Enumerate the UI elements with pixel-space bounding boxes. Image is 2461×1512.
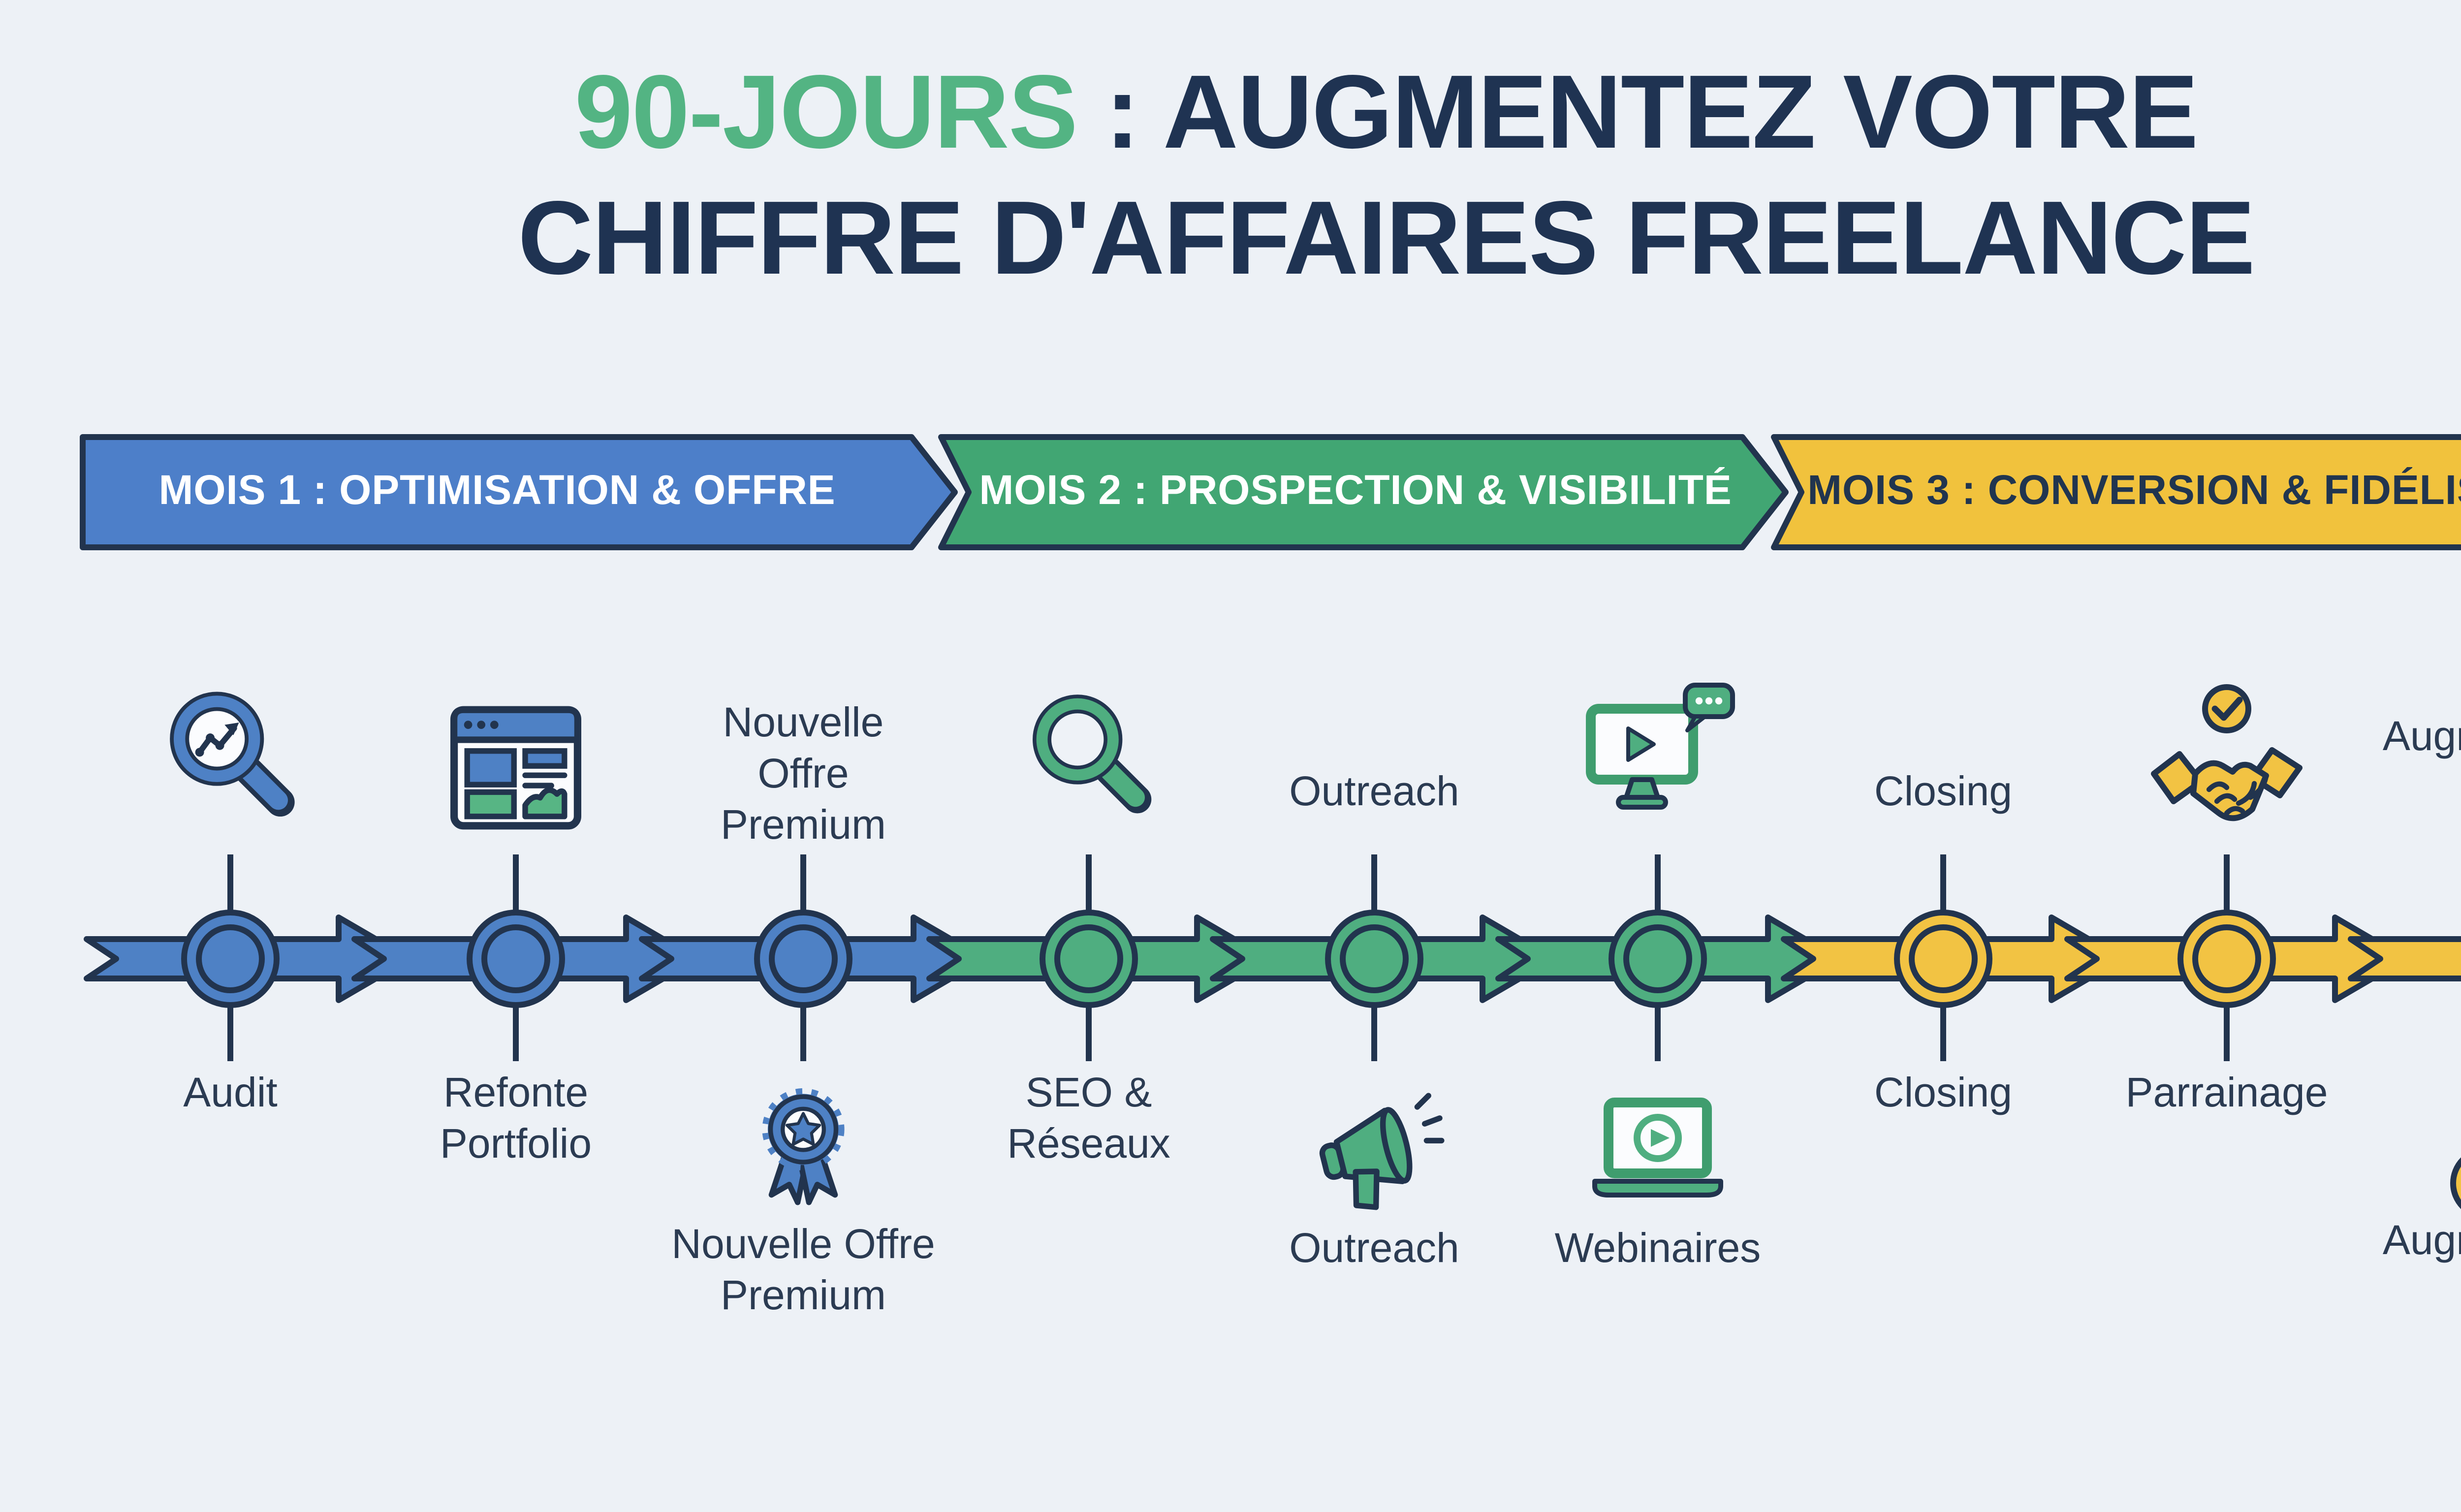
title-rest: : AUGMENTEZ VOTRE (1077, 55, 2199, 171)
phase-label-mois-3: MOIS 3 : CONVERSION & FIDÉLISATION (1807, 469, 2461, 514)
timeline-node-3-circle-inner (769, 924, 838, 993)
laptop-video-icon (1592, 1098, 1723, 1197)
timeline-node-1-circle-inner (196, 924, 265, 993)
timeline-arrow-segment-9 (2348, 936, 2461, 981)
magnifier-chart-icon (170, 692, 295, 817)
title-highlight: 90-JOURS (574, 55, 1078, 171)
phase-banner-mois-1 (80, 434, 958, 550)
page-title-line1: 90-JOURS : AUGMENTEZ VOTRE (0, 51, 2461, 176)
node-3-label-above: Nouvelle Offre Premium (720, 701, 886, 849)
monitor-video-icon (1586, 683, 1735, 810)
phase-banner-mois-3 (1771, 434, 2461, 550)
timeline-node-6-circle-inner (1623, 924, 1692, 993)
node-2-label-below: Refonte Portfolio (440, 1071, 592, 1168)
node-5-label-above: Outreach (1289, 770, 1459, 815)
magnifier-icon (1033, 694, 1152, 814)
timeline-node-2-circle-inner (481, 924, 550, 993)
timeline-node-8-circle-inner (2192, 924, 2261, 993)
phase-label-mois-1: MOIS 1 : OPTIMISATION & OFFRE (158, 469, 836, 514)
node-1-label-below: Audit (183, 1071, 278, 1116)
node-7-label-below: Closing (1874, 1071, 2013, 1116)
node-9-label-below: Augmentation Tarifs (2382, 1219, 2461, 1315)
node-7-label-above: Closing (1874, 770, 2013, 815)
megaphone-icon (1319, 1093, 1445, 1210)
award-ribbon-icon (762, 1088, 845, 1205)
node-5-label-below: Outreach (1289, 1227, 1459, 1272)
node-8-label-below: Parrainage (2125, 1071, 2328, 1116)
node-4-label-below: SEO & Réseaux (1007, 1071, 1170, 1168)
phase-banner-mois-2 (938, 434, 1789, 550)
coins-growth-icon: $ (2450, 1157, 2461, 1209)
timeline-node-7-circle-inner (1909, 924, 1978, 993)
browser-portfolio-icon (450, 706, 581, 830)
node-3-label-below: Nouvelle Offre Premium (671, 1223, 935, 1320)
page-title: 90-JOURS : AUGMENTEZ VOTRE CHIFFRE D'AFF… (0, 51, 2461, 302)
phase-label-mois-2: MOIS 2 : PROSPECTION & VISIBILITÉ (979, 469, 1732, 514)
handshake-icon (2151, 684, 2303, 821)
page-title-line2: CHIFFRE D'AFFAIRES FREELANCE (518, 180, 2255, 297)
timeline-node-4-circle-inner (1054, 924, 1123, 993)
node-6-label-below: Webinaires (1554, 1227, 1761, 1272)
node-9-label-above: Augmentation Tarifs (2382, 715, 2461, 811)
timeline-node-5-circle-inner (1340, 924, 1409, 993)
